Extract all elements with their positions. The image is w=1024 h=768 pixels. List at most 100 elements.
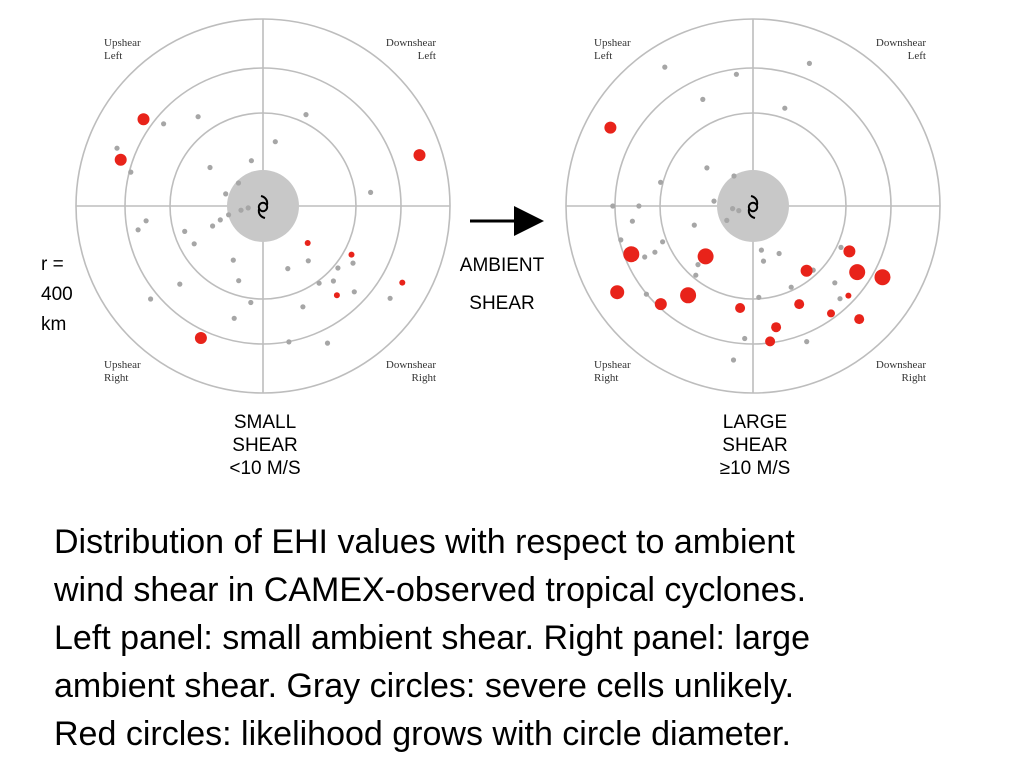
large-shear-panel: Upshear Left Downshear Left Upshear Righ… [565, 18, 941, 394]
gray-point [691, 222, 697, 228]
svg-text:Left: Left [908, 50, 926, 62]
gray-point [135, 227, 141, 233]
gray-point [756, 294, 762, 300]
cyclone-eye [717, 170, 789, 242]
gray-point [128, 169, 134, 175]
svg-text:Right: Right [902, 372, 926, 384]
red-point [413, 149, 426, 162]
quadrant-label-lower-right: Downshear Right [876, 359, 926, 384]
gray-point [191, 241, 197, 247]
svg-text:Upshear: Upshear [104, 359, 141, 371]
tropical-cyclone-icon [257, 195, 269, 219]
gray-point [230, 257, 236, 263]
red-point [194, 332, 207, 344]
gray-point [303, 112, 309, 118]
red-point [610, 285, 625, 300]
gray-point [231, 315, 237, 321]
quadrant-label-lower-left: Upshear Right [594, 359, 631, 384]
gray-point [660, 239, 666, 245]
small-shear-label: SMALL SHEAR <10 M/S [229, 412, 301, 479]
svg-text:Upshear: Upshear [104, 37, 141, 49]
gray-point [368, 189, 374, 195]
gray-point [733, 71, 740, 77]
red-point [849, 264, 866, 281]
gray-point [177, 281, 183, 287]
shear-diagram: Upshear Left Downshear Left Upshear Righ… [75, 18, 941, 394]
gray-point [730, 357, 737, 363]
gray-point [217, 217, 223, 223]
red-point [333, 292, 340, 299]
red-point [827, 309, 835, 318]
ambient-shear-label: AMBIENT SHEAR [459, 255, 545, 314]
gray-point [245, 205, 251, 211]
svg-text:Downshear: Downshear [876, 37, 926, 49]
quadrant-label-upper-right: Downshear Left [876, 37, 926, 62]
svg-text:Downshear: Downshear [386, 359, 436, 371]
red-point [137, 113, 150, 126]
gray-point [643, 291, 650, 297]
gray-point [285, 266, 291, 272]
gray-point [788, 284, 794, 290]
red-point [399, 279, 406, 286]
gray-point [700, 96, 706, 102]
svg-text:Right: Right [104, 372, 128, 384]
tropical-cyclone-icon [747, 195, 759, 219]
observation-points [604, 60, 891, 363]
cyclone-eye [227, 170, 299, 242]
red-point [765, 336, 776, 347]
gray-point [782, 105, 788, 111]
gray-point [148, 296, 154, 302]
gray-point [286, 339, 292, 345]
gray-point [618, 237, 624, 243]
gray-point [248, 158, 254, 164]
gray-point [837, 296, 843, 302]
svg-text:Upshear: Upshear [594, 37, 631, 49]
red-point [771, 322, 782, 333]
gray-point [210, 223, 216, 229]
gray-point [806, 60, 813, 66]
gray-point [330, 278, 336, 284]
red-point [854, 314, 865, 325]
gray-point [207, 164, 213, 171]
gray-point [658, 179, 664, 185]
gray-point [300, 304, 306, 310]
red-point [874, 269, 891, 286]
gray-point [238, 207, 244, 213]
observation-points [114, 112, 426, 346]
gray-point [195, 114, 201, 120]
gray-point [652, 249, 658, 255]
red-point [348, 251, 355, 258]
gray-point [736, 208, 742, 214]
red-point [654, 298, 667, 311]
svg-text:Left: Left [418, 50, 436, 62]
gray-point [724, 217, 730, 223]
radius-label: r = 400 km [41, 254, 73, 335]
gray-point [161, 121, 167, 127]
gray-point [114, 145, 120, 151]
svg-text:Right: Right [412, 372, 436, 384]
gray-point [143, 218, 149, 224]
quadrant-label-upper-left: Upshear Left [104, 37, 141, 62]
gray-point [636, 203, 642, 209]
red-point [680, 287, 697, 304]
gray-point [662, 64, 668, 70]
gray-point [642, 254, 648, 260]
svg-text:Right: Right [594, 372, 618, 384]
svg-text:Left: Left [104, 50, 122, 62]
svg-text:Downshear: Downshear [386, 37, 436, 49]
red-point [794, 299, 805, 310]
gray-point [316, 280, 322, 286]
red-point [114, 153, 127, 166]
quadrant-label-upper-left: Upshear Left [594, 37, 631, 62]
gray-point [236, 278, 242, 284]
gray-point [695, 262, 701, 268]
gray-point [704, 165, 710, 171]
red-point [604, 121, 617, 134]
red-point [843, 245, 856, 258]
gray-point [351, 289, 357, 295]
gray-point [693, 272, 699, 278]
red-point [735, 303, 746, 313]
gray-point [731, 173, 737, 179]
gray-point [272, 139, 278, 145]
gray-point [832, 280, 838, 286]
